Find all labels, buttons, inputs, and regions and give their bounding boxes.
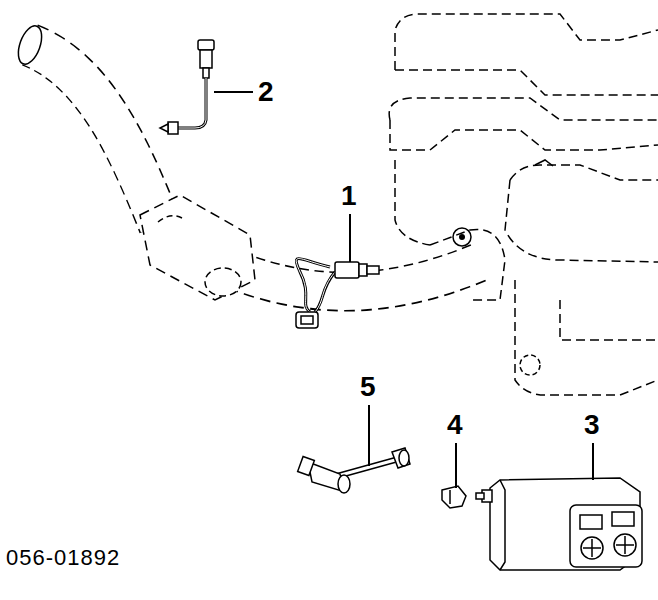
callout-number: 1: [341, 182, 357, 210]
callout-number: 4: [447, 411, 463, 439]
diagram-code: 056-01892: [6, 547, 120, 569]
callout-number: 2: [258, 78, 274, 106]
callout-number: 5: [360, 373, 376, 401]
callout-number: 3: [584, 411, 600, 439]
